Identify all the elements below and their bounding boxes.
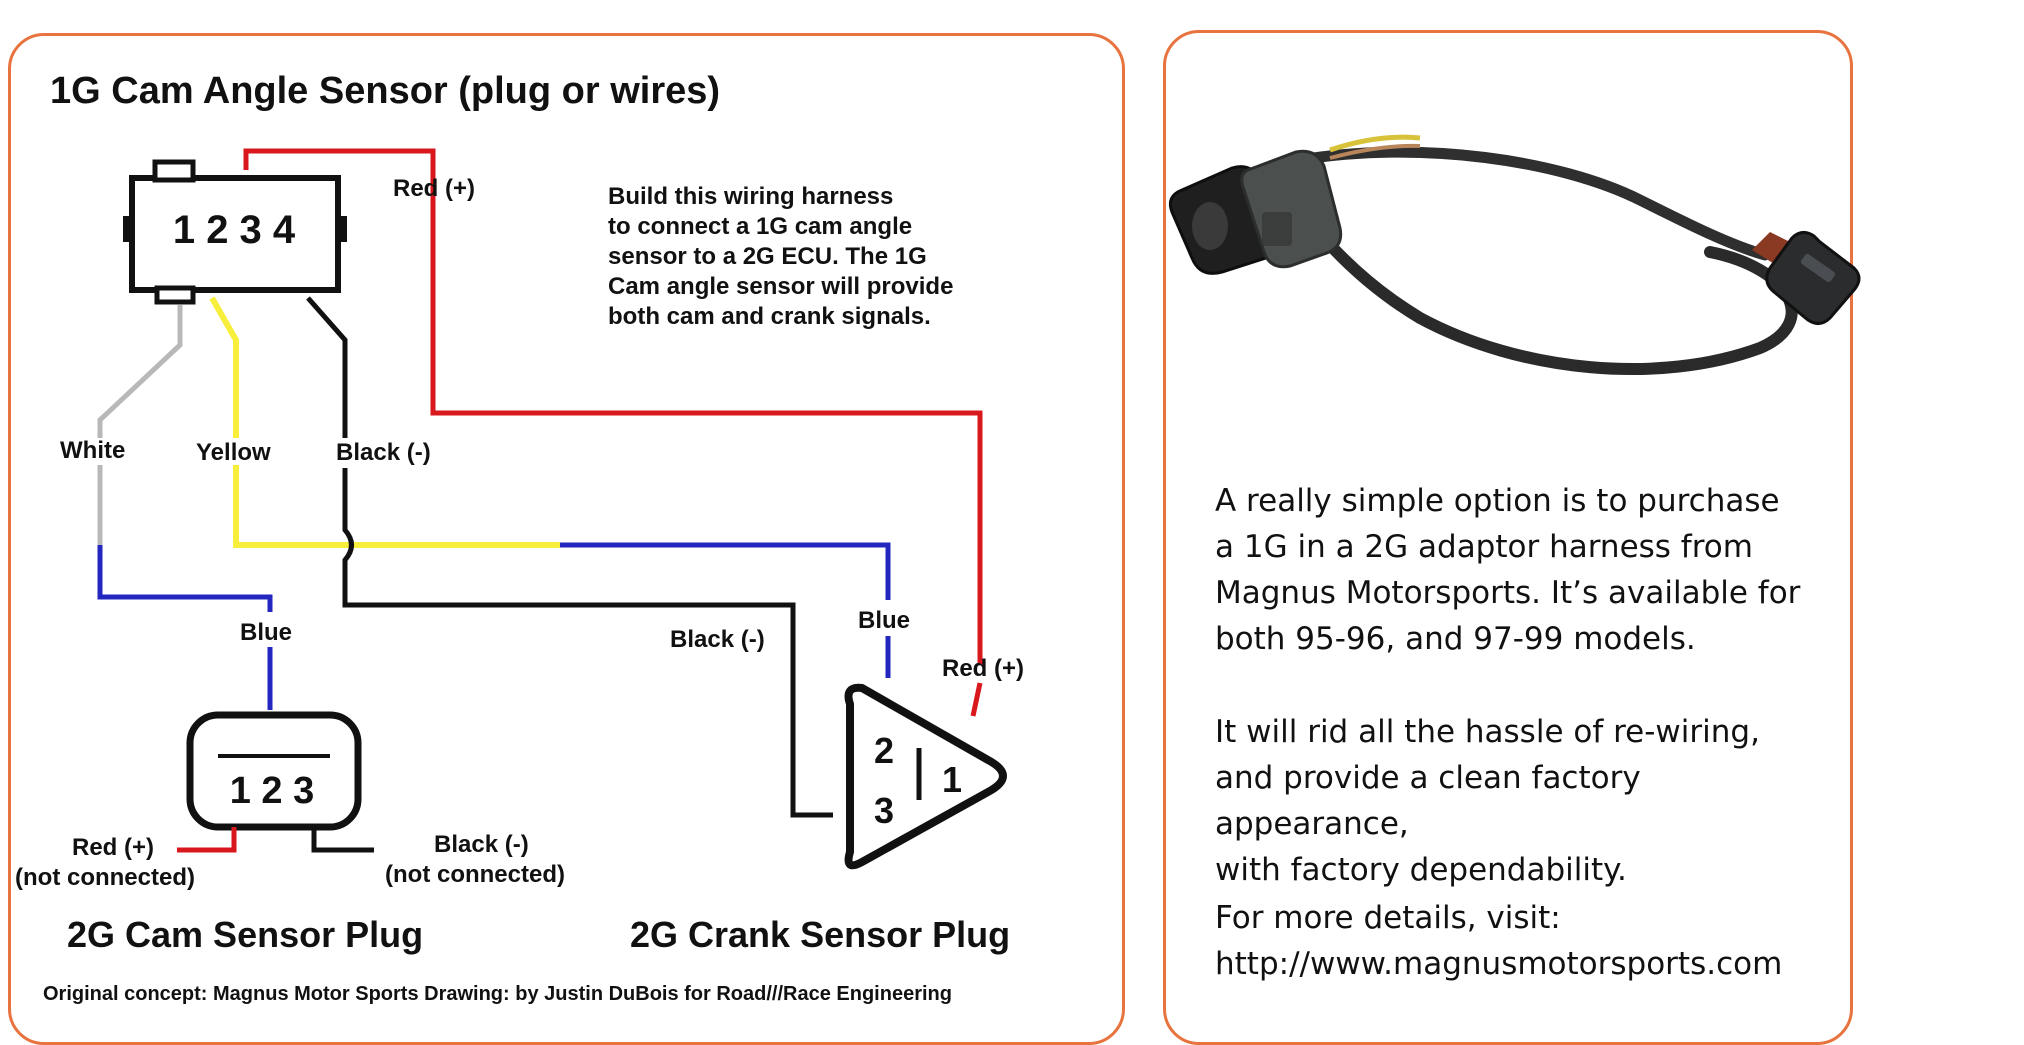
para2-line-2: and provide a clean factory appearance, [1215, 760, 1641, 842]
yellow-wire [209, 296, 239, 438]
yellow-wire-lower [233, 465, 560, 548]
white-wire [97, 305, 183, 438]
red-wire-label-right: Red (+) [942, 655, 1024, 682]
black-wire-jumper [342, 468, 833, 818]
note-line-2: to connect a 1G cam angle [608, 213, 912, 240]
para2-line-3: with factory dependability. [1215, 852, 1627, 888]
red-wire [243, 148, 983, 665]
para1-line-3: Magnus Motorsports. It’s available for [1215, 575, 1801, 611]
note-line-5: both cam and crank signals. [608, 303, 931, 330]
red-wire-stub [970, 682, 983, 717]
black-wire [306, 296, 348, 438]
diagram-credits: Original concept: Magnus Motor Sports Dr… [43, 983, 952, 1005]
white-wire-label: White [60, 437, 125, 464]
blue-wire-cam [97, 545, 273, 612]
black-wire-label-top: Black (-) [336, 439, 431, 466]
cam-plug-title: 2G Cam Sensor Plug [67, 914, 423, 955]
black-wire-label-mid: Black (-) [670, 626, 765, 653]
para2-line-1: It will rid all the hassle of re-wiring, [1215, 714, 1760, 750]
cam-plug-pins: 1 2 3 [230, 770, 315, 812]
sensor-pin-numbers: 1 2 3 4 [173, 208, 296, 252]
cam-plug-black-lead [311, 827, 374, 853]
crank-pin-3: 3 [874, 790, 894, 831]
para1-line-1: A really simple option is to purchase [1215, 483, 1780, 519]
note-line-4: Cam angle sensor will provide [608, 273, 953, 300]
para1-line-4: both 95-96, and 97-99 models. [1215, 621, 1696, 657]
red-wire-label-top: Red (+) [393, 175, 475, 202]
crank-plug-title: 2G Crank Sensor Plug [630, 914, 1010, 955]
cam-plug-red-sub: (not connected) [15, 864, 195, 891]
details-url-link[interactable]: http://www.magnusmotorsports.com [1215, 946, 1783, 982]
adaptor-harness-photo [1168, 134, 1861, 375]
cam-plug-black-label: Black (-) [434, 831, 529, 858]
blue-wire-crank [560, 542, 891, 600]
crank-pin-1: 1 [942, 759, 962, 800]
details-label: For more details, visit: [1215, 900, 1561, 936]
note-line-3: sensor to a 2G ECU. The 1G [608, 243, 927, 270]
blue-wire-label-cam: Blue [240, 619, 292, 646]
blue-wire-label-crank: Blue [858, 607, 910, 634]
diagram-title: 1G Cam Angle Sensor (plug or wires) [50, 70, 720, 112]
benefits-paragraph: It will rid all the hassle of re-wiring,… [1215, 709, 1835, 893]
cam-plug-red-label: Red (+) [72, 834, 154, 861]
yellow-wire-label: Yellow [196, 439, 271, 466]
cam-plug-black-sub: (not connected) [385, 861, 565, 888]
para1-line-2: a 1G in a 2G adaptor harness from [1215, 529, 1753, 565]
crank-pin-2: 2 [874, 730, 894, 771]
crank-sensor-plug: 2 3 1 [844, 683, 1007, 870]
cam-angle-sensor: 1 2 3 4 [123, 159, 347, 305]
cam-plug-red-lead [177, 827, 237, 853]
harness-option-paragraph: A really simple option is to purchase a … [1215, 478, 1835, 662]
note-line-1: Build this wiring harness [608, 183, 893, 210]
cam-sensor-plug: 1 2 3 [186, 711, 362, 831]
build-note: Build this wiring harness to connect a 1… [608, 183, 953, 330]
